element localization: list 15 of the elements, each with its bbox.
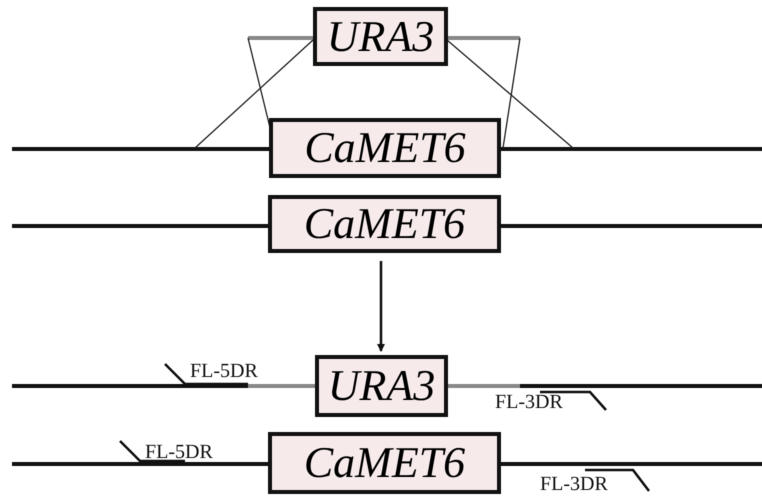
gene-name: URA3 [326,14,434,58]
gene-name: URA3 [328,364,436,408]
gene-box [269,118,501,178]
gene-box [268,195,501,253]
gene-name: CaMET6 [304,202,466,246]
gene-box [268,432,501,494]
primer-label: FL-5DR [145,442,213,462]
primer-label: FL-5DR [190,361,258,381]
gene-name: CaMET6 [304,126,466,170]
gene-name: CaMET6 [304,441,466,485]
gene-box [315,355,448,417]
gene-box [313,7,448,66]
primer-label: FL-3DR [540,474,608,494]
arrow [377,261,385,352]
primer-label: FL-3DR [495,392,563,412]
